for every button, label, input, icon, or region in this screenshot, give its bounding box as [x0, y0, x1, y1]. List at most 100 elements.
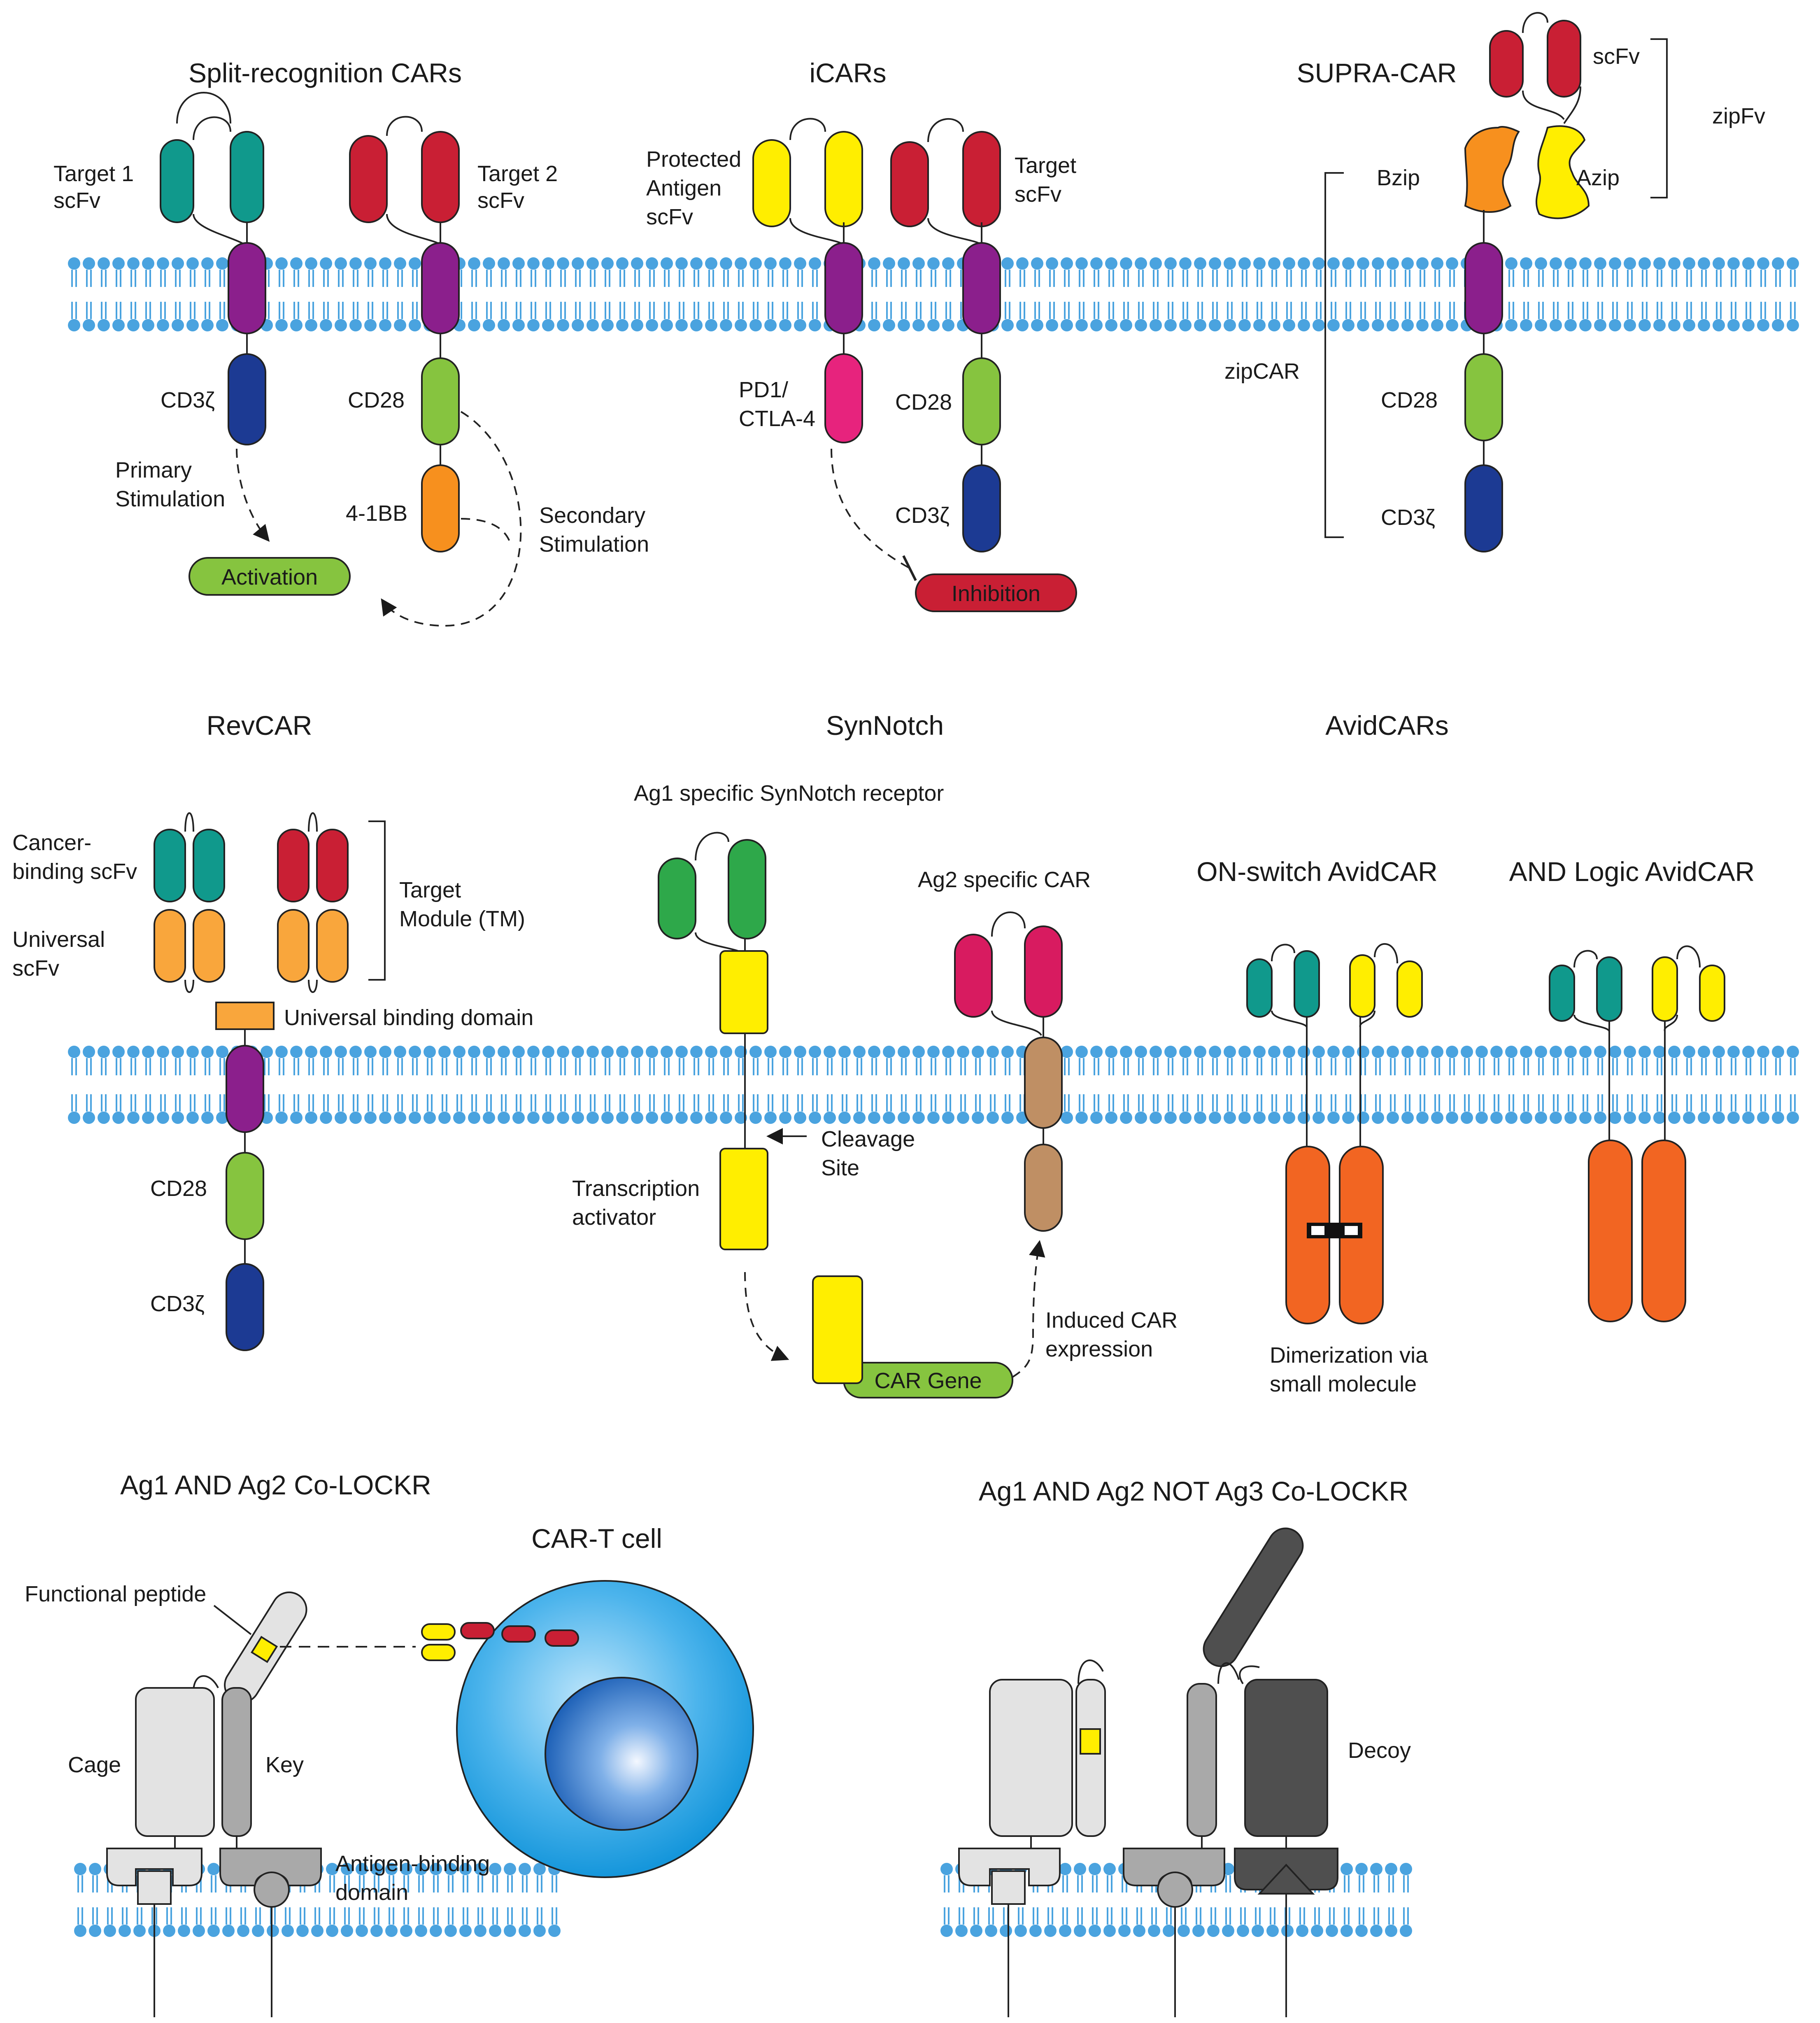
- label-ctla4: CTLA-4: [739, 406, 815, 431]
- label-tm-2: Module (TM): [399, 907, 525, 931]
- key-protein-2: [1187, 1683, 1217, 1837]
- car-domain: [545, 1629, 579, 1647]
- cd3z-domain: [226, 1263, 264, 1351]
- 4-1bb-domain: [421, 464, 460, 552]
- avid-and-signaling-right: [1641, 1140, 1686, 1322]
- antigen-binding-domain-3: [958, 1848, 1061, 1886]
- antigen-3: [991, 1870, 1026, 1905]
- transmembrane-domain: [421, 242, 460, 334]
- avid-yellow-vl: [1396, 960, 1423, 1018]
- label-icar-cd3z: CD3ζ: [895, 503, 950, 528]
- cd3z-domain: [962, 464, 1001, 552]
- avid-and-signaling-left: [1588, 1140, 1633, 1322]
- protected-scfv-vh: [752, 139, 791, 227]
- label-antigen-binding-2: domain: [335, 1880, 408, 1905]
- label-secondary-1: Secondary: [539, 503, 645, 528]
- lipid-bilayer: [68, 1046, 1799, 1124]
- latch-helix-2: [1075, 1679, 1106, 1837]
- label-cd3z: CD3ζ: [161, 388, 215, 413]
- cd28-domain: [226, 1152, 264, 1240]
- cage-protein: [135, 1687, 215, 1837]
- avid-yellow-vh: [1349, 954, 1375, 1018]
- avid-and-teal-vl: [1596, 956, 1622, 1022]
- label-cd28: CD28: [348, 388, 405, 413]
- revcar-target2-scfv: [277, 829, 310, 902]
- label-synnotch-receptor: Ag1 specific SynNotch receptor: [634, 781, 944, 806]
- label-target2-line2: scFv: [477, 188, 524, 213]
- title-colockr-and-not: Ag1 AND Ag2 NOT Ag3 Co-LOCKR: [979, 1476, 1408, 1506]
- avid-and-yellow-vl: [1699, 965, 1725, 1022]
- label-universal-1: Universal: [12, 927, 105, 952]
- azip-domain: [1535, 125, 1590, 219]
- car-t-cell-nucleus: [545, 1677, 698, 1831]
- label-ag2-car: Ag2 specific CAR: [918, 867, 1091, 892]
- label-primary-1: Primary: [115, 458, 192, 482]
- antigen-1: [137, 1870, 172, 1905]
- label-supra-scfv: scFv: [1593, 44, 1640, 69]
- avid-and-yellow-vh: [1652, 956, 1678, 1022]
- functional-peptide-2: [1080, 1728, 1101, 1755]
- title-avidcars: AvidCARs: [1325, 710, 1449, 741]
- label-target-1: Target: [1015, 153, 1076, 178]
- ag2-car-transmembrane: [1024, 1037, 1063, 1129]
- ag2-scfv-vh: [954, 934, 993, 1018]
- notch-core: [719, 950, 768, 1034]
- cd28-domain: [1464, 353, 1503, 441]
- transmembrane-domain: [226, 1045, 264, 1133]
- transmembrane-domain: [228, 242, 266, 334]
- label-target1-line2: scFv: [54, 188, 100, 213]
- label-4-1bb: 4-1BB: [346, 501, 407, 526]
- label-decoy: Decoy: [1348, 1738, 1411, 1763]
- universal-binding-domain: [215, 1002, 275, 1030]
- revcar-cancer-scfv: [193, 829, 225, 902]
- title-on-switch: ON-switch AvidCAR: [1196, 856, 1438, 887]
- ag2-car-signaling: [1024, 1144, 1063, 1232]
- label-cleavage-1: Cleavage: [821, 1127, 915, 1151]
- revcar-universal-scfv: [277, 909, 310, 983]
- inhibition-pill: [915, 573, 1077, 612]
- label-dimer-2: small molecule: [1270, 1372, 1417, 1396]
- target2-scfv-vh: [349, 135, 388, 223]
- label-revcar-cd28: CD28: [150, 1176, 207, 1201]
- transmembrane-domain: [1464, 242, 1503, 334]
- avid-teal-vl: [1294, 950, 1320, 1018]
- target-scfv-vh: [890, 141, 929, 227]
- label-inhibition: Inhibition: [952, 581, 1040, 606]
- transcription-activator-bound: [812, 1275, 863, 1384]
- label-target-2: scFv: [1015, 182, 1061, 207]
- revcar-universal-scfv: [193, 909, 225, 983]
- supra-scfv-vl: [1547, 20, 1581, 98]
- antigen-2: [254, 1872, 290, 1908]
- label-induced-2: expression: [1045, 1337, 1153, 1361]
- revcar-universal-scfv: [316, 909, 349, 983]
- label-bzip: Bzip: [1377, 165, 1420, 190]
- title-colockr-and: Ag1 AND Ag2 Co-LOCKR: [120, 1470, 431, 1500]
- label-car-gene: CAR Gene: [874, 1368, 982, 1393]
- target-scfv-vl: [962, 131, 1001, 227]
- label-secondary-2: Stimulation: [539, 532, 649, 557]
- label-supra-cd28: CD28: [1381, 388, 1438, 413]
- label-primary-2: Stimulation: [115, 487, 225, 511]
- label-induced-1: Induced CAR: [1045, 1308, 1178, 1333]
- transmembrane-domain: [824, 242, 863, 334]
- title-icars: iCARs: [809, 58, 886, 88]
- label-protected-1: Protected: [646, 147, 741, 172]
- transmembrane-domain: [962, 242, 1001, 334]
- avid-teal-vh: [1246, 958, 1273, 1018]
- protected-scfv-vl: [824, 131, 863, 227]
- cd28-domain: [421, 357, 460, 445]
- label-ubd: Universal binding domain: [284, 1005, 533, 1030]
- title-split-recognition: Split-recognition CARs: [189, 58, 462, 88]
- label-dimer-1: Dimerization via: [1270, 1343, 1428, 1368]
- cage-protein-2: [989, 1679, 1073, 1837]
- revcar-target2-scfv: [316, 829, 349, 902]
- decoy-protein: [1244, 1679, 1328, 1837]
- title-car-t-cell: CAR-T cell: [531, 1523, 662, 1554]
- label-zipfv: zipFv: [1712, 104, 1765, 128]
- label-key: Key: [265, 1753, 304, 1777]
- antigen-binding-domain-1: [106, 1848, 202, 1886]
- label-cage: Cage: [68, 1753, 121, 1777]
- bzip-domain: [1464, 126, 1520, 213]
